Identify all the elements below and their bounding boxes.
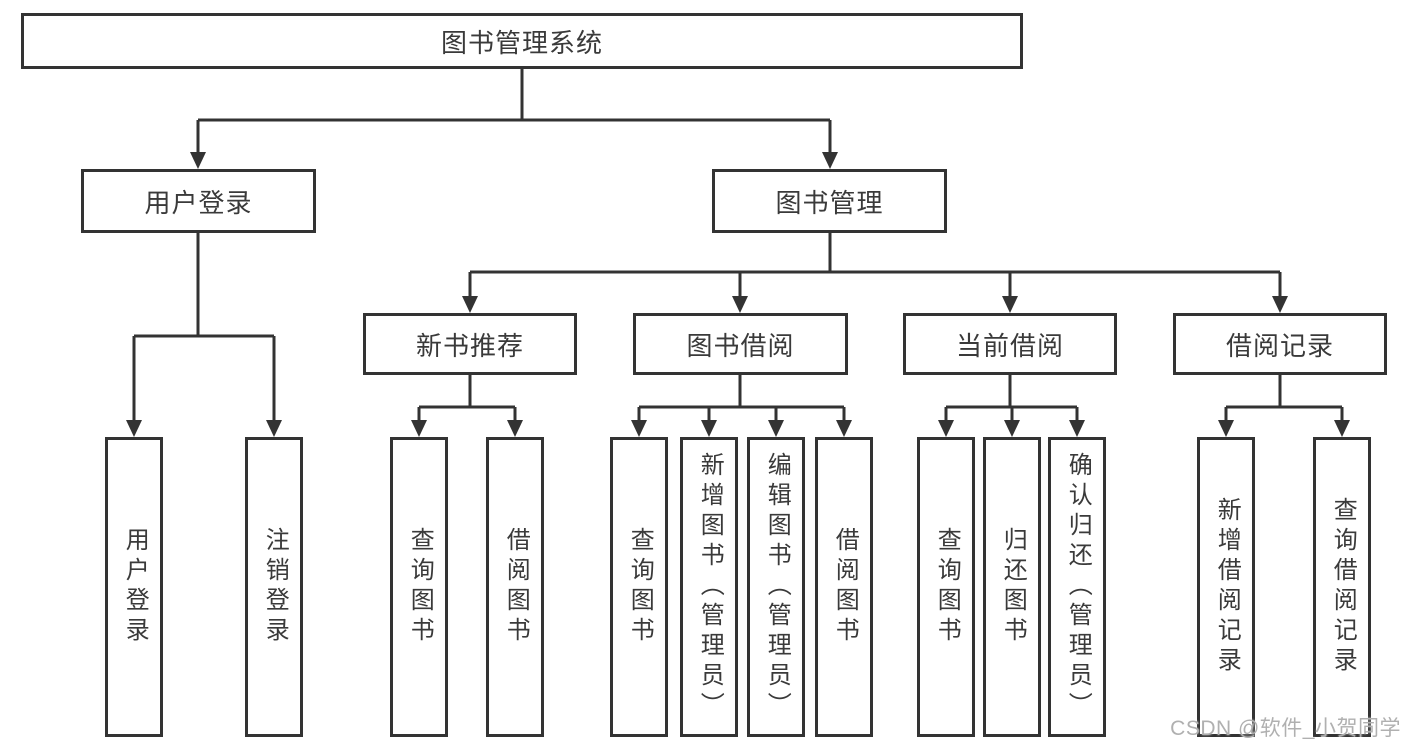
arrowhead-icon bbox=[507, 420, 523, 437]
arrowhead-icon bbox=[1002, 296, 1018, 313]
arrowhead-icon bbox=[462, 296, 478, 313]
leaf-bookborrow-borrow-books-label: 借阅图书 bbox=[831, 527, 859, 647]
leaf-newbooks-query-books: 查询图书 bbox=[390, 437, 448, 737]
arrowhead-icon bbox=[822, 152, 838, 169]
leaf-logout-label: 注销登录 bbox=[261, 527, 289, 647]
leaf-newbooks-borrow-books-label: 借阅图书 bbox=[502, 527, 530, 647]
arrowhead-icon bbox=[126, 420, 142, 437]
arrowhead-icon bbox=[768, 420, 784, 437]
leaf-currentborrow-confirm-return-admin: 确认归还（管理员） bbox=[1048, 437, 1106, 737]
arrowhead-icon bbox=[938, 420, 954, 437]
arrowhead-icon bbox=[732, 296, 748, 313]
leaf-newbooks-query-books-label: 查询图书 bbox=[406, 527, 434, 647]
arrowhead-icon bbox=[1004, 420, 1020, 437]
arrowheads bbox=[126, 152, 1350, 437]
arrowhead-icon bbox=[1218, 420, 1234, 437]
leaf-user-login-label: 用户登录 bbox=[121, 527, 149, 647]
node-new-book-recommend-label: 新书推荐 bbox=[415, 330, 524, 361]
arrowhead-icon bbox=[1272, 296, 1288, 313]
arrowhead-icon bbox=[266, 420, 282, 437]
leaf-records-add-borrow-record: 新增借阅记录 bbox=[1197, 437, 1255, 737]
arrowhead-icon bbox=[836, 420, 852, 437]
node-book-borrowing: 图书借阅 bbox=[633, 313, 848, 375]
leaf-bookborrow-query-books: 查询图书 bbox=[610, 437, 668, 737]
leaf-currentborrow-return-books-label: 归还图书 bbox=[999, 527, 1027, 647]
leaf-logout: 注销登录 bbox=[245, 437, 303, 737]
leaf-currentborrow-return-books: 归还图书 bbox=[983, 437, 1041, 737]
arrowhead-icon bbox=[631, 420, 647, 437]
leaf-currentborrow-query-books-label: 查询图书 bbox=[933, 527, 961, 647]
arrowhead-icon bbox=[411, 420, 427, 437]
leaf-currentborrow-confirm-return-admin-label: 确认归还（管理员） bbox=[1064, 452, 1092, 722]
leaf-bookborrow-borrow-books: 借阅图书 bbox=[815, 437, 873, 737]
node-new-book-recommend: 新书推荐 bbox=[363, 313, 577, 375]
node-user-login-label: 用户登录 bbox=[144, 187, 253, 218]
leaf-currentborrow-query-books: 查询图书 bbox=[917, 437, 975, 737]
arrowhead-icon bbox=[1069, 420, 1085, 437]
node-book-management-label: 图书管理 bbox=[775, 187, 884, 218]
node-root: 图书管理系统 bbox=[21, 13, 1023, 69]
node-borrowing-records-label: 借阅记录 bbox=[1225, 330, 1334, 361]
arrowhead-icon bbox=[1334, 420, 1350, 437]
node-root-label: 图书管理系统 bbox=[440, 27, 603, 58]
node-current-borrowing: 当前借阅 bbox=[903, 313, 1117, 375]
leaf-records-query-borrow-record-label: 查询借阅记录 bbox=[1329, 497, 1357, 677]
connector-lines bbox=[132, 69, 1344, 421]
node-book-borrowing-label: 图书借阅 bbox=[686, 330, 795, 361]
node-current-borrowing-label: 当前借阅 bbox=[955, 330, 1064, 361]
leaf-bookborrow-edit-books-admin: 编辑图书（管理员） bbox=[747, 437, 805, 737]
leaf-records-add-borrow-record-label: 新增借阅记录 bbox=[1213, 497, 1241, 677]
arrowhead-icon bbox=[701, 420, 717, 437]
leaf-user-login: 用户登录 bbox=[105, 437, 163, 737]
leaf-records-query-borrow-record: 查询借阅记录 bbox=[1313, 437, 1371, 737]
leaf-bookborrow-edit-books-admin-label: 编辑图书（管理员） bbox=[763, 452, 791, 722]
watermark-text: CSDN @软件_小贺同学 bbox=[1170, 717, 1401, 740]
node-borrowing-records: 借阅记录 bbox=[1173, 313, 1387, 375]
arrowhead-icon bbox=[190, 152, 206, 169]
node-book-management: 图书管理 bbox=[712, 169, 947, 233]
leaf-bookborrow-add-books-admin: 新增图书（管理员） bbox=[680, 437, 738, 737]
node-user-login: 用户登录 bbox=[81, 169, 316, 233]
leaf-bookborrow-query-books-label: 查询图书 bbox=[626, 527, 654, 647]
leaf-newbooks-borrow-books: 借阅图书 bbox=[486, 437, 544, 737]
leaf-bookborrow-add-books-admin-label: 新增图书（管理员） bbox=[696, 452, 724, 722]
